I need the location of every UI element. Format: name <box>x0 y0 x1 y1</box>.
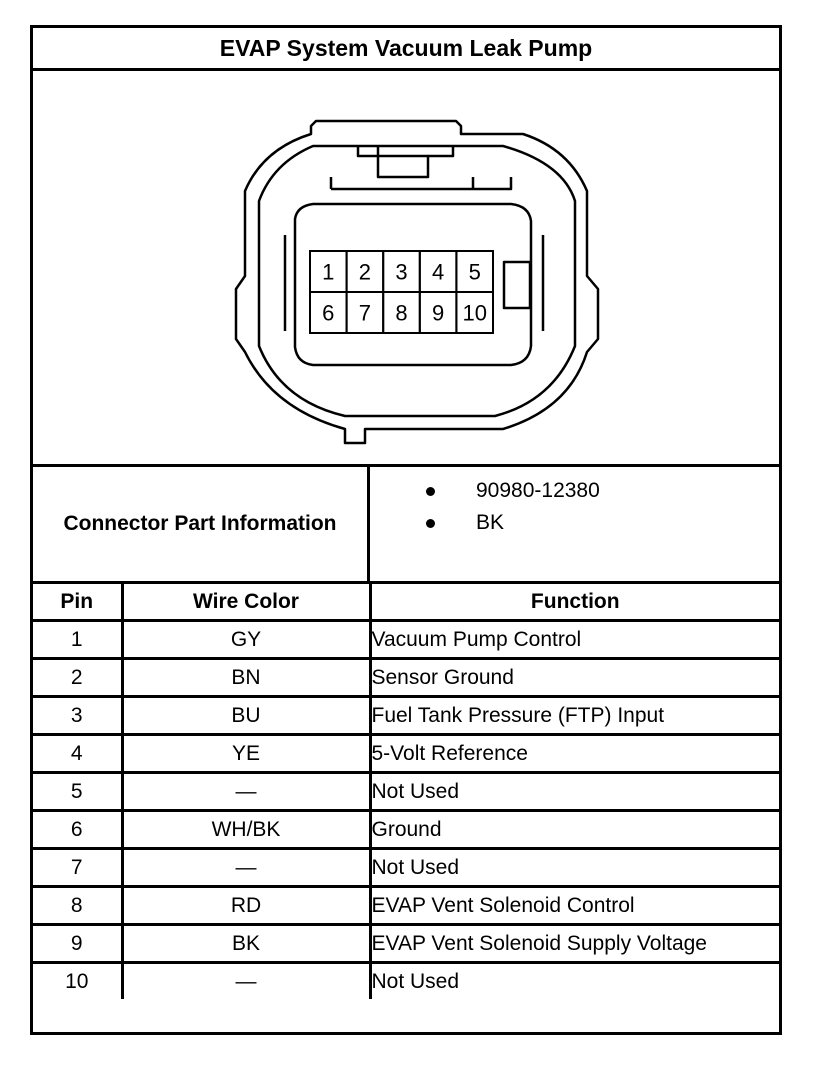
pin-number-cell: 3 <box>33 695 124 736</box>
wire-color-cell: BK <box>120 923 372 964</box>
wire-color-cell: BN <box>120 657 372 698</box>
connector-part-information: Connector Part Information 90980-12380 B… <box>33 467 779 584</box>
header-function: Function <box>368 584 779 622</box>
table-row: 5—Not Used <box>33 771 779 812</box>
connector-inner-outline <box>257 144 577 418</box>
bullet-icon <box>426 518 435 528</box>
pin-number-cell: 8 <box>33 885 124 926</box>
function-cell: Not Used <box>368 771 779 812</box>
header-wire-color: Wire Color <box>120 584 372 622</box>
pin-cell <box>455 291 494 334</box>
pin-cavity-frame <box>293 202 533 367</box>
wire-color-cell: BU <box>120 695 372 736</box>
table-header-row: Pin Wire Color Function <box>33 584 779 622</box>
function-cell: EVAP Vent Solenoid Supply Voltage <box>368 923 779 964</box>
key-tab <box>502 260 532 310</box>
wire-color-cell: GY <box>120 619 372 660</box>
pin-number-cell: 4 <box>33 733 124 774</box>
function-cell: Not Used <box>368 847 779 888</box>
wire-color-cell: WH/BK <box>120 809 372 850</box>
table-row: 10—Not Used <box>33 961 779 999</box>
latch-detail <box>356 146 380 158</box>
page-title: EVAP System Vacuum Leak Pump <box>33 28 779 71</box>
connector-color: BK <box>476 511 505 534</box>
pin-number-cell: 7 <box>33 847 124 888</box>
function-cell: Ground <box>368 809 779 850</box>
table-row: 7—Not Used <box>33 847 779 888</box>
pin-number-cell: 1 <box>33 619 124 660</box>
pin-label: 2 <box>359 260 371 285</box>
function-cell: Not Used <box>368 961 779 999</box>
wire-color-cell: — <box>120 961 372 999</box>
connector-housing-outline <box>234 119 600 445</box>
pin-number-cell: 5 <box>33 771 124 812</box>
wire-color-cell: — <box>120 847 372 888</box>
wire-color-cell: RD <box>120 885 372 926</box>
pin-number-cell: 9 <box>33 923 124 964</box>
pin-label: 3 <box>395 260 407 285</box>
part-info-values: 90980-12380 BK <box>370 467 779 581</box>
pin-number-cell: 2 <box>33 657 124 698</box>
pin-label: 8 <box>395 301 407 326</box>
function-cell: Fuel Tank Pressure (FTP) Input <box>368 695 779 736</box>
function-cell: 5-Volt Reference <box>368 733 779 774</box>
pin-label: 4 <box>432 260 444 285</box>
pin-label: 6 <box>322 301 334 326</box>
pin-number-cell: 6 <box>33 809 124 850</box>
pin-label: 1 <box>322 260 334 285</box>
pin-label: 10 <box>462 301 486 326</box>
pin-label: 5 <box>469 260 481 285</box>
function-cell: EVAP Vent Solenoid Control <box>368 885 779 926</box>
wire-color-cell: — <box>120 771 372 812</box>
bullet-icon <box>426 486 435 496</box>
header-pin: Pin <box>33 584 124 622</box>
part-info-label: Connector Part Information <box>33 467 370 581</box>
pin-label: 9 <box>432 301 444 326</box>
pin-number-cell: 10 <box>33 961 124 999</box>
function-cell: Sensor Ground <box>368 657 779 698</box>
part-number: 90980-12380 <box>476 479 600 502</box>
pin-label: 7 <box>359 301 371 326</box>
function-cell: Vacuum Pump Control <box>368 619 779 660</box>
wire-color-cell: YE <box>120 733 372 774</box>
